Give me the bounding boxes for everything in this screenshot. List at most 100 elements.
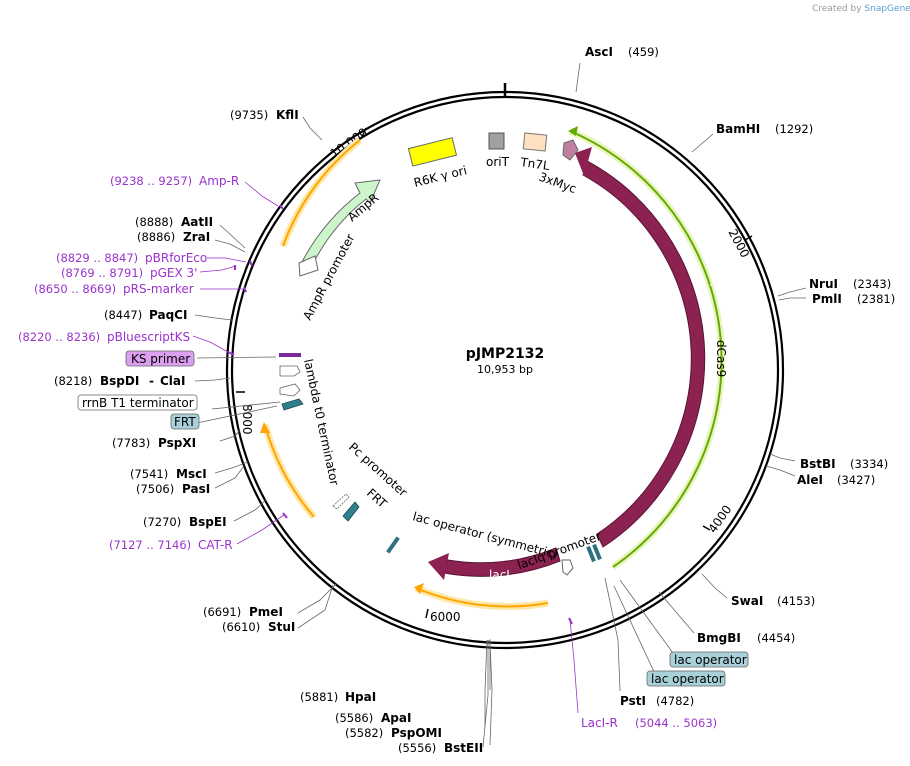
laciq-promoter-shape[interactable]	[561, 559, 574, 576]
cat-orf-head	[260, 422, 270, 433]
dcas9-arc[interactable]	[582, 160, 706, 548]
r6k-ori-shape[interactable]	[407, 137, 458, 167]
enzyme-bspdi-pos: (8218)	[54, 374, 92, 388]
cat-orf-bg	[261, 424, 317, 520]
lac-operator-mark-1[interactable]	[586, 545, 596, 563]
enzyme-bsteii-pos: (5556)	[398, 741, 436, 755]
tn7l-shape[interactable]	[522, 132, 548, 152]
enzyme-paqci-pos: (8447)	[104, 308, 142, 322]
rrnb-box[interactable]: rrnB T1 terminator	[77, 394, 198, 411]
lac-operator-box-1[interactable]: lac operator	[669, 651, 749, 668]
primer-pbrforeco-range: (8829 .. 8847)	[56, 251, 138, 265]
enzyme-paqci: PaqCI	[149, 308, 187, 322]
enzyme-aatii: AatII	[181, 215, 213, 229]
enzyme-pmli-pos: (2381)	[857, 292, 895, 306]
enzyme-labels: AscI (459) BamHI (1292) NruI (2343) PmlI…	[54, 45, 895, 755]
cat-orf-arc	[264, 424, 315, 518]
enzyme-bstbi-pos: (3334)	[850, 457, 888, 471]
enzyme-bamhi: BamHI	[716, 122, 760, 136]
primer-ampr: Amp-R	[199, 174, 239, 188]
rrnb-shape[interactable]	[279, 383, 301, 397]
primer-labels: (9238 .. 9257) Amp-R (8829 .. 8847) pBRf…	[18, 174, 717, 730]
credit-text: Created by SnapGene	[812, 4, 910, 14]
enzyme-bstbi: BstBI	[800, 457, 836, 471]
frt-label: FRT	[174, 415, 196, 429]
laci-orf-head	[414, 583, 424, 594]
primer-catr-range: (7127 .. 7146)	[109, 538, 191, 552]
laci-head	[428, 553, 449, 580]
orit-shape[interactable]	[488, 132, 505, 150]
tick-10000: 10,000	[328, 125, 370, 161]
frt-box[interactable]: FRT	[170, 413, 200, 430]
ampr-promoter-label: AmpR promoter	[300, 232, 357, 323]
enzyme-nrui: NruI	[809, 277, 838, 291]
lac-operator-label-2: lac operator	[651, 672, 724, 686]
frt-shape[interactable]	[281, 398, 304, 411]
primer-pbrforeco: pBRforEco	[145, 251, 207, 265]
lambda-t0-label: lambda t0 terminator	[301, 358, 341, 487]
primer-pbluescript-range: (8220 .. 8236)	[18, 330, 100, 344]
enzyme-alei-pos: (3427)	[837, 473, 875, 487]
enzyme-swai-pos: (4153)	[777, 594, 815, 608]
tick-6000: 6000	[430, 610, 461, 624]
lac-operator-box-2[interactable]: lac operator	[646, 670, 726, 687]
enzyme-clai-dash: -	[149, 374, 154, 388]
primer-pgex-range: (8769 .. 8791)	[61, 266, 143, 280]
enzyme-bspdi: BspDI	[100, 374, 139, 388]
enzyme-msci: MscI	[176, 467, 207, 481]
enzyme-asci: AscI	[585, 45, 613, 59]
enzyme-bmgbi: BmgBI	[697, 631, 741, 645]
enzyme-stui-pos: (6610)	[222, 620, 260, 634]
enzyme-kfli-pos: (9735)	[230, 108, 268, 122]
primer-leaders	[192, 181, 579, 714]
primer-pbluescript: pBluescriptKS	[107, 330, 190, 344]
enzyme-asci-pos: (459)	[628, 45, 659, 59]
myc-shape[interactable]	[562, 139, 579, 161]
laci-arc[interactable]	[443, 547, 561, 577]
tick-4000: 4000	[705, 503, 734, 536]
orit-label: oriT	[486, 155, 510, 169]
ampr-orf-bg	[279, 137, 363, 248]
plasmid-length: 10,953 bp	[477, 363, 533, 376]
dcas9-head	[575, 147, 592, 176]
enzyme-zrai-pos: (8886)	[137, 230, 175, 244]
enzyme-bspei: BspEI	[189, 515, 227, 529]
ampr-arrow[interactable]	[301, 179, 381, 263]
primer-catr: CAT-R	[198, 538, 233, 552]
primer-pgex: pGEX 3'	[150, 266, 197, 280]
ks-primer-label: KS primer	[131, 352, 190, 366]
green-arc-head	[568, 126, 578, 136]
primer-prs: pRS-marker	[123, 282, 194, 296]
frt-inner-shape[interactable]	[342, 501, 360, 522]
enzyme-pspxi: PspXI	[158, 436, 196, 450]
r6k-ori-label: R6K γ ori	[412, 163, 468, 190]
enzyme-aatii-pos: (8888)	[135, 215, 173, 229]
primer-lacir: LacI-R	[581, 716, 618, 730]
enzyme-pasi-pos: (7506)	[136, 482, 174, 496]
enzyme-bspei-pos: (7270)	[143, 515, 181, 529]
enzyme-pmei: PmeI	[249, 605, 283, 619]
ks-primer-box[interactable]: KS primer	[125, 350, 195, 367]
lambda-t0-shape[interactable]	[279, 365, 301, 377]
primer-marks	[227, 204, 573, 625]
enzyme-kfli: KflI	[276, 108, 299, 122]
enzyme-pspxi-pos: (7783)	[112, 436, 150, 450]
laci-orf-bg	[414, 584, 549, 610]
ampr-promoter-shape[interactable]	[298, 255, 319, 277]
plasmid-name: pJMP2132	[466, 346, 544, 362]
enzyme-zrai: ZraI	[183, 230, 210, 244]
tick-8000: 8000	[240, 404, 254, 435]
enzyme-hpai-pos: (5881)	[300, 690, 338, 704]
lac-operator-sym-label: lac operator (symmetric)	[411, 509, 559, 561]
frt-inner-label: FRT	[364, 486, 390, 511]
enzyme-bsteii: BstEII	[444, 741, 483, 755]
primer-prs-range: (8650 .. 8669)	[34, 282, 116, 296]
lac-operator-mark-2[interactable]	[592, 543, 602, 561]
tn7l-label: Tn7L	[519, 155, 551, 173]
ampr-orf-arc	[282, 139, 361, 247]
dcas9-label: dCas9	[714, 340, 728, 377]
pc-promoter-shape[interactable]	[332, 493, 350, 510]
lac-operator-sym-mark[interactable]	[386, 536, 400, 554]
enzyme-bamhi-pos: (1292)	[775, 122, 813, 136]
